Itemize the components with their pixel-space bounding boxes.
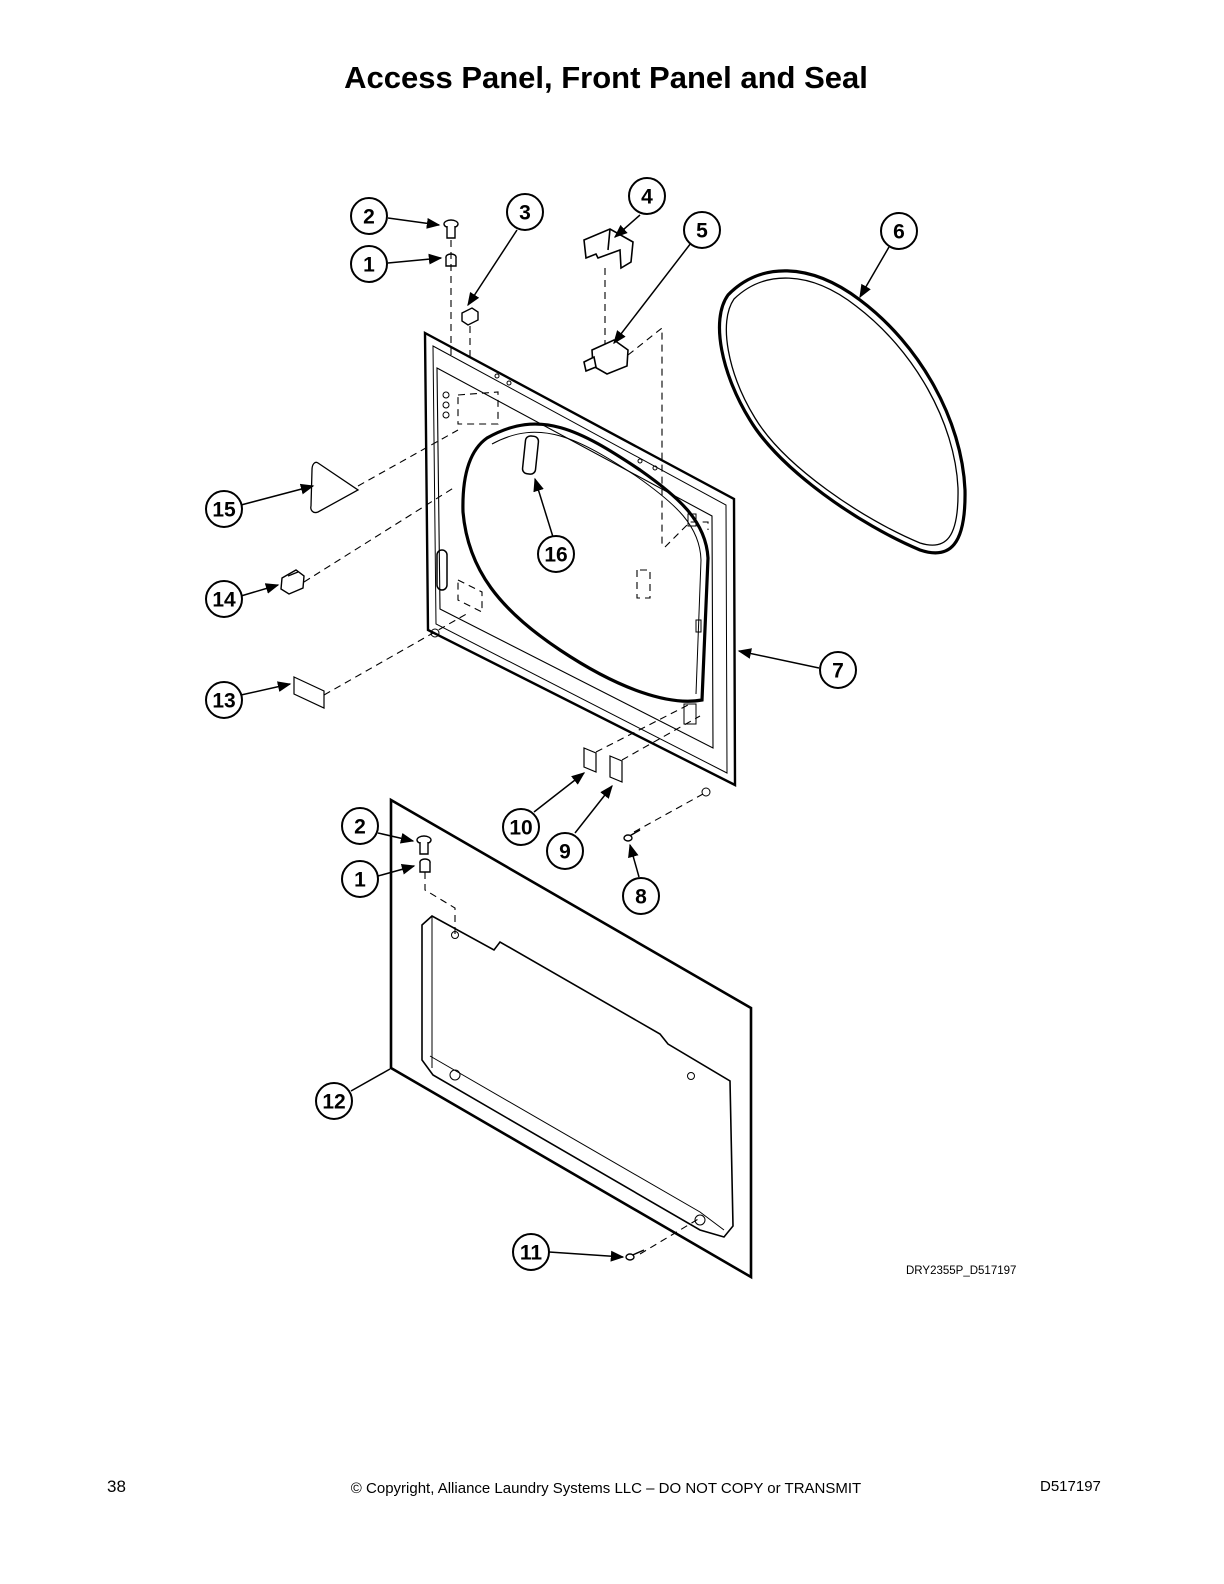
door-switch: [583, 339, 629, 375]
svg-text:2: 2: [354, 816, 366, 839]
callout-8: 8: [622, 877, 660, 915]
svg-text:16: 16: [544, 544, 567, 567]
callout-1-top: 1: [350, 245, 388, 283]
svg-text:13: 13: [212, 690, 235, 713]
screw-11: [625, 1249, 645, 1261]
svg-text:12: 12: [322, 1091, 345, 1114]
callout-3: 3: [506, 193, 544, 231]
label-9: [609, 755, 623, 783]
callout-6: 6: [880, 212, 918, 250]
svg-text:4: 4: [641, 186, 653, 209]
door-seal: [717, 269, 967, 555]
callout-1-bottom: 1: [341, 860, 379, 898]
callout-2-bottom: 2: [341, 807, 379, 845]
svg-text:11: 11: [520, 1242, 543, 1265]
callout-16: 16: [537, 535, 575, 573]
svg-text:8: 8: [635, 886, 647, 909]
callout-2-top: 2: [350, 197, 388, 235]
screw-8: [623, 829, 641, 842]
callout-4: 4: [628, 177, 666, 215]
screw-bottom: [416, 835, 432, 873]
svg-text:1: 1: [363, 254, 375, 277]
callout-7: 7: [819, 651, 857, 689]
document-number: D517197: [1040, 1478, 1101, 1495]
page-title: Access Panel, Front Panel and Seal: [344, 60, 868, 95]
copyright-notice: © Copyright, Alliance Laundry Systems LL…: [350, 1480, 862, 1497]
assembly-lines: [303, 240, 709, 1255]
svg-text:7: 7: [832, 660, 844, 683]
access-panel: [389, 797, 753, 1280]
svg-text:5: 5: [696, 220, 708, 243]
svg-text:15: 15: [212, 499, 236, 522]
page-number: 38: [107, 1477, 126, 1496]
label-10: [583, 747, 597, 773]
screw-top: [443, 219, 459, 267]
svg-text:10: 10: [509, 817, 532, 840]
diagram-code: DRY2355P_D517197: [906, 1265, 1017, 1277]
leader-lines: [240, 214, 890, 1262]
switch-cover: [583, 228, 634, 270]
svg-text:2: 2: [363, 206, 375, 229]
clip-part: [461, 307, 479, 326]
callout-10: 10: [502, 808, 540, 846]
label-13: [293, 676, 325, 709]
triangle-label: [310, 461, 360, 514]
svg-text:9: 9: [559, 841, 571, 864]
callout-11: 11: [512, 1233, 550, 1271]
callout-13: 13: [205, 681, 243, 719]
svg-text:6: 6: [893, 221, 905, 244]
callout-5: 5: [683, 211, 721, 249]
front-panel: [423, 330, 737, 797]
svg-text:1: 1: [354, 869, 366, 892]
svg-text:14: 14: [212, 589, 236, 612]
callout-15: 15: [205, 490, 243, 528]
svg-text:3: 3: [519, 202, 531, 225]
callout-14: 14: [205, 580, 243, 618]
door-latch: [280, 569, 305, 595]
callout-12: 12: [315, 1082, 353, 1120]
callout-9: 9: [546, 832, 584, 870]
